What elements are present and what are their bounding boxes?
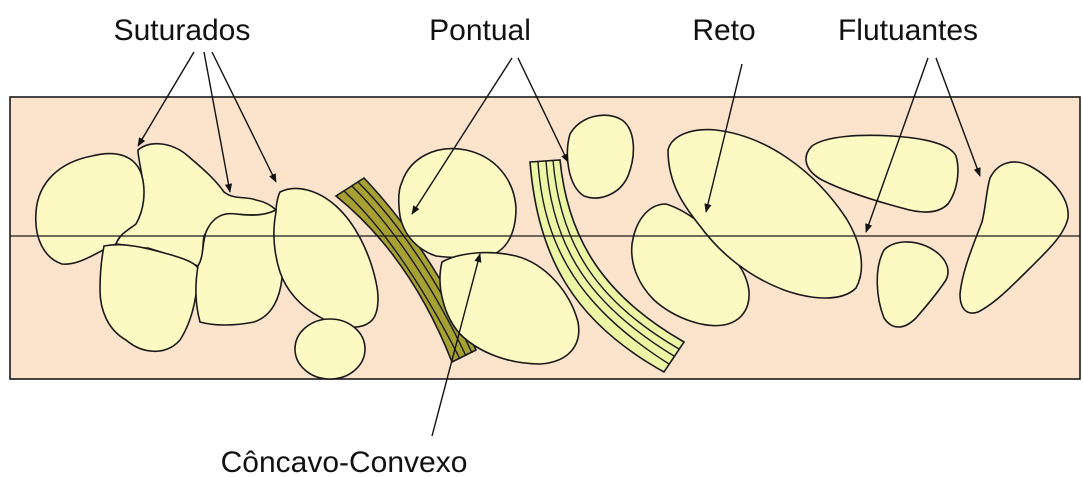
label-floating: Flutuantes [838, 14, 978, 47]
grain-small-bottom [295, 319, 365, 379]
label-sutured: Suturados [114, 14, 251, 47]
label-straight: Reto [692, 14, 755, 47]
grain-sutured-4 [196, 210, 284, 325]
label-point: Pontual [429, 14, 531, 47]
label-concave-convex: Côncavo-Convexo [221, 446, 468, 477]
